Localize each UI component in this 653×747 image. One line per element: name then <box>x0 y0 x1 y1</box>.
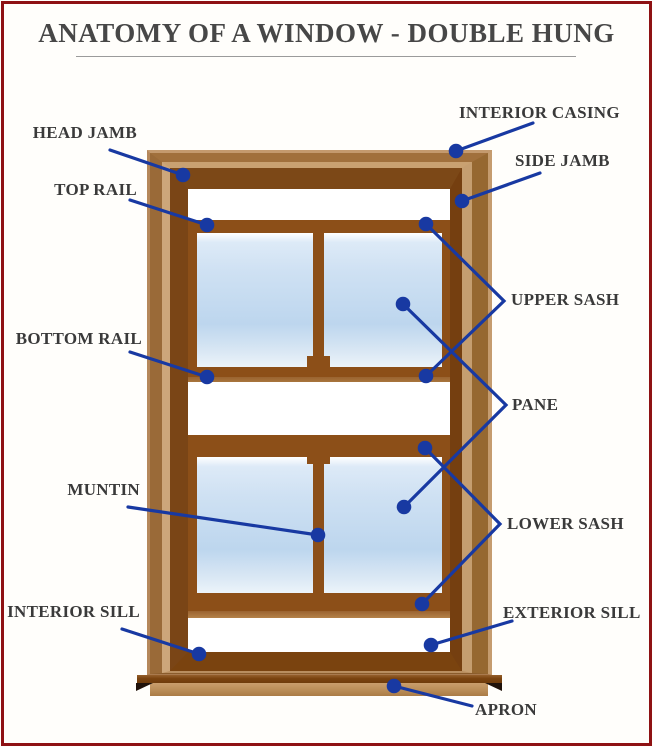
label-muntin: MUNTIN <box>67 480 140 499</box>
label-top-rail: TOP RAIL <box>54 180 137 199</box>
lower-sash-left-pane <box>197 457 313 593</box>
upper-sash-bottom-rail-bevel <box>188 377 450 382</box>
label-pane: PANE <box>512 395 559 414</box>
lower-sash-muntin-base <box>307 450 330 464</box>
casing-molding-light-band <box>162 162 472 673</box>
lower-sash <box>188 435 450 618</box>
upper-sash-left-pane <box>197 233 313 367</box>
casing-molding-dark-band <box>150 153 488 674</box>
title-underline <box>76 56 576 57</box>
upper-sash-right-pane <box>324 233 442 367</box>
window-sill <box>137 675 502 683</box>
label-head-jamb: HEAD JAMB <box>32 123 137 142</box>
lower-sash-right-pane <box>324 457 442 593</box>
lower-sash-bottom-rail-bevel <box>188 611 450 618</box>
label-lower-sash: LOWER SASH <box>507 514 624 533</box>
label-interior-sill: INTERIOR SILL <box>7 602 140 621</box>
page-title: ANATOMY OF A WINDOW - DOUBLE HUNG <box>38 18 615 48</box>
apron-board <box>150 683 488 696</box>
interior-casing-frame <box>147 150 492 675</box>
label-side-jamb: SIDE JAMB <box>515 151 610 170</box>
upper-sash <box>188 220 450 382</box>
label-interior-casing: INTERIOR CASING <box>459 103 620 122</box>
label-upper-sash: UPPER SASH <box>511 290 620 309</box>
connector-line-interior-casing <box>454 121 535 153</box>
label-apron: APRON <box>475 700 537 719</box>
upper-sash-muntin-base <box>307 356 330 368</box>
label-bottom-rail: BOTTOM RAIL <box>15 329 142 348</box>
jamb-frame <box>170 168 462 671</box>
label-exterior-sill: EXTERIOR SILL <box>503 603 641 622</box>
